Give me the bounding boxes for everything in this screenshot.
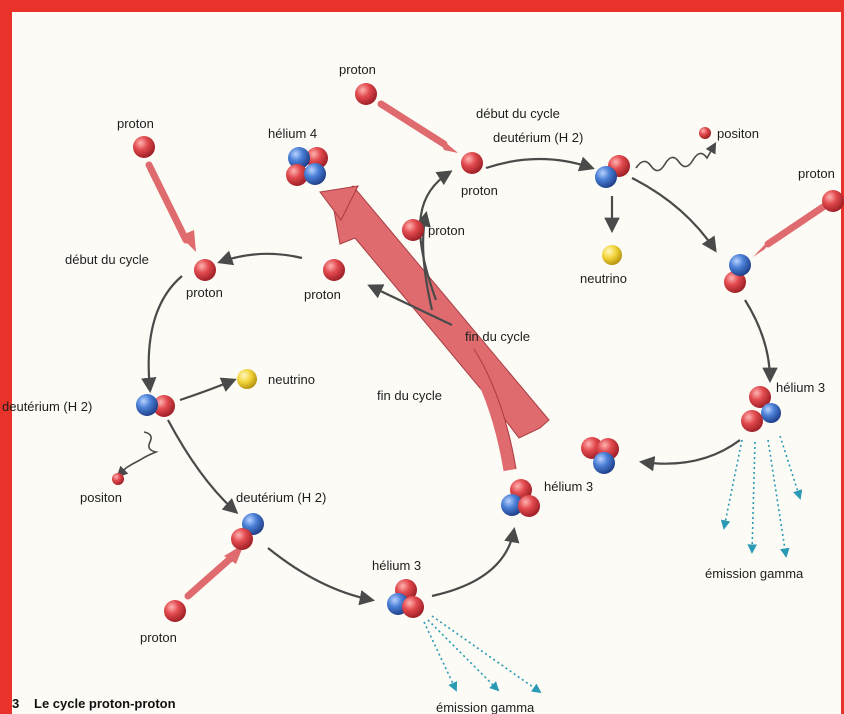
big-arrow-branch — [462, 346, 517, 472]
label-neutrino: neutrino — [268, 372, 315, 387]
label-neutrino: neutrino — [580, 271, 627, 286]
positon-particle — [112, 473, 124, 485]
label-proton: proton — [186, 285, 223, 300]
caption-number: 3 — [12, 696, 19, 711]
proton-particle — [133, 136, 155, 158]
label-positon: positon — [717, 126, 759, 141]
big-arrow-to-helium4 — [331, 185, 550, 439]
process-arrows — [141, 156, 778, 606]
positon-paths — [116, 142, 717, 478]
positon-particle — [699, 127, 711, 139]
labels: proton proton proton hélium 4 début du c… — [2, 62, 835, 714]
helium3-nucleus — [741, 386, 781, 432]
label-emission-gamma: émission gamma — [705, 566, 804, 581]
big-arrow-head — [319, 185, 359, 221]
neutrino-particle — [602, 245, 622, 265]
proton-particle — [355, 83, 377, 105]
label-deuterium: deutérium (H 2) — [493, 130, 583, 145]
helium4-nucleus — [581, 437, 619, 474]
label-fin-cycle: fin du cycle — [377, 388, 442, 403]
frame-top — [0, 0, 844, 12]
frame-left — [0, 0, 12, 714]
proton-particle — [461, 152, 483, 174]
deuterium-nucleus — [231, 513, 264, 550]
neutrino-particle — [237, 369, 257, 389]
deuterium-nucleus — [136, 394, 175, 417]
gamma-emission-bottom — [423, 615, 542, 694]
proton-particle — [194, 259, 216, 281]
label-helium3: hélium 3 — [372, 558, 421, 573]
label-proton: proton — [117, 116, 154, 131]
fin-cycle-arrows — [319, 185, 550, 472]
gamma-emission-right — [720, 435, 803, 558]
helium4-nucleus — [286, 147, 328, 186]
particles — [112, 83, 844, 622]
label-proton: proton — [428, 223, 465, 238]
frame-right — [841, 0, 844, 714]
label-debut-cycle: début du cycle — [65, 252, 149, 267]
label-proton: proton — [339, 62, 376, 77]
caption: Le cycle proton-proton — [34, 696, 176, 711]
deuterium-nucleus — [595, 155, 630, 188]
label-deuterium: deutérium (H 2) — [236, 490, 326, 505]
proton-particle — [402, 219, 424, 241]
proton-particle — [323, 259, 345, 281]
helium3-nucleus — [387, 579, 424, 618]
deuterium-nucleus — [724, 254, 751, 293]
helium3-nucleus — [501, 479, 540, 517]
label-deuterium: deutérium (H 2) — [2, 399, 92, 414]
label-debut-cycle: début du cycle — [476, 106, 560, 121]
proton-particle — [164, 600, 186, 622]
label-proton: proton — [461, 183, 498, 198]
label-proton: proton — [304, 287, 341, 302]
label-proton: proton — [140, 630, 177, 645]
label-positon: positon — [80, 490, 122, 505]
label-emission-gamma: émission gamma — [436, 700, 535, 714]
label-helium3: hélium 3 — [544, 479, 593, 494]
label-proton: proton — [798, 166, 835, 181]
label-helium3: hélium 3 — [776, 380, 825, 395]
label-fin-cycle: fin du cycle — [465, 329, 530, 344]
label-helium4: hélium 4 — [268, 126, 317, 141]
proton-particle — [822, 190, 844, 212]
